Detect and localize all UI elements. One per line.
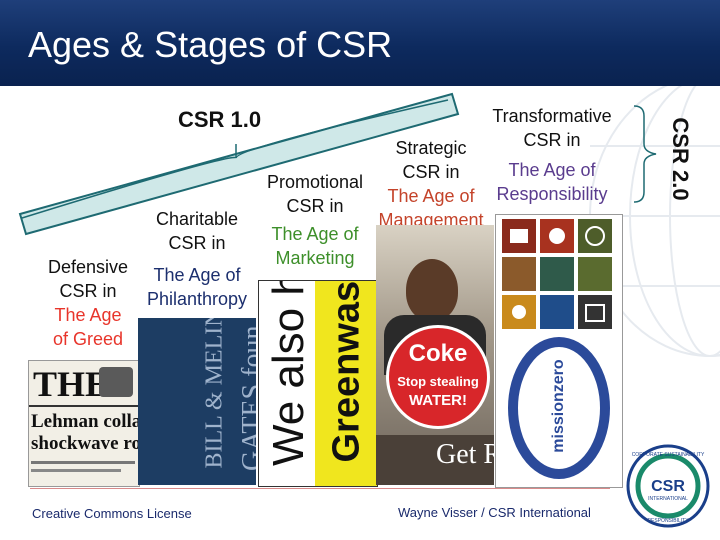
stage-defensive: Defensive CSR in The Age of Greed — [28, 255, 148, 351]
text-line — [31, 461, 135, 464]
greenwash-text-1: We also har — [264, 280, 313, 466]
missionzero-logo — [508, 337, 610, 479]
missionzero-text: missionzero — [550, 359, 567, 453]
stage-label-line1: Transformative — [492, 106, 612, 126]
logo-center-text: CSR — [651, 478, 685, 495]
protest-sign: Coke Stop stealing WATER! — [386, 325, 490, 429]
person-head — [406, 259, 458, 321]
yellow-panel — [315, 281, 377, 486]
stage-label-line2: CSR in — [286, 196, 344, 216]
white-panel — [259, 281, 315, 486]
csr20-label: CSR 2.0 — [666, 108, 694, 208]
page-title: Ages & Stages of CSR — [28, 24, 393, 65]
icon-grid — [502, 219, 612, 329]
stage-charitable: Charitable CSR in The Age of Philanthrop… — [134, 207, 260, 311]
stage-promotional: Promotional CSR in The Age of Marketing — [252, 170, 378, 270]
stage-label-line1: Defensive — [47, 257, 129, 277]
csr10-label: CSR 1.0 — [178, 107, 262, 132]
stage-age-line1: The Age — [54, 305, 122, 325]
stage-age-line1: The Age of — [387, 186, 475, 206]
stage-label-line2: CSR in — [402, 162, 460, 182]
stage-label-line1: Charitable — [155, 209, 239, 229]
csr20-bracket — [633, 105, 657, 203]
greed-newspaper-image: THE Lehman collaps shockwave roun — [28, 360, 140, 487]
title-bar: Ages & Stages of CSR — [0, 0, 720, 86]
banner-text: Get R — [436, 439, 494, 470]
stage-age-line2: Philanthropy — [146, 289, 248, 309]
newspaper-headline-2: shockwave roun — [31, 433, 140, 454]
logo-ring-top: CORPORATE SUSTAINABILITY — [632, 452, 705, 458]
newspaper-headline-1: Lehman collaps — [31, 411, 140, 432]
stage-strategic: Strategic CSR in The Age of Management — [372, 136, 490, 232]
csr10-band — [18, 92, 460, 236]
marketing-greenwash-image: We also har Greenwash — [258, 280, 378, 487]
sign-text-3: WATER! — [408, 392, 468, 409]
gates-text-1: BILL & MELINDA — [201, 318, 228, 469]
gates-text-2: GATES foun — [237, 325, 256, 471]
footer-author: Wayne Visser / CSR International — [398, 505, 591, 520]
crest-icon — [99, 367, 133, 397]
stage-age-line2: Marketing — [275, 248, 355, 268]
stage-label-line2: CSR in — [523, 130, 581, 150]
management-protest-image: Coke Stop stealing WATER! Get R — [376, 225, 494, 485]
stage-label-line2: CSR in — [59, 281, 117, 301]
greenwash-text-2: Greenwash — [325, 280, 368, 463]
divider — [29, 405, 139, 407]
csr20-text: CSR 2.0 — [668, 117, 693, 201]
csr-international-logo: CSR INTERNATIONAL CORPORATE SUSTAINABILI… — [626, 444, 710, 528]
footer-license: Creative Commons License — [32, 506, 192, 521]
stage-label-line2: CSR in — [168, 233, 226, 253]
text-line — [31, 469, 121, 472]
stage-label-line1: Promotional — [266, 172, 364, 192]
logo-ring-bottom: RESPONSIBILITY — [647, 518, 689, 524]
stage-transformative: Transformative CSR in The Age of Respons… — [484, 104, 620, 206]
stage-label-line1: Strategic — [395, 138, 467, 158]
philanthropy-gates-image: BILL & MELINDA GATES foun — [138, 318, 256, 485]
responsibility-missionzero-image: missionzero — [495, 214, 623, 488]
stage-age-line1: The Age of — [508, 160, 596, 180]
logo-sub-text: INTERNATIONAL — [648, 496, 688, 502]
stage-age-line1: The Age of — [153, 265, 241, 285]
banner — [376, 435, 494, 485]
footer-divider — [30, 488, 610, 489]
stage-age-line2: of Greed — [52, 329, 124, 349]
newspaper-masthead: THE — [33, 364, 110, 404]
sign-text-2: Stop stealing — [397, 374, 479, 389]
sign-coke-text: Coke — [408, 340, 468, 367]
stage-age-line2: Responsibility — [496, 184, 608, 204]
stage-age-line1: The Age of — [271, 224, 359, 244]
